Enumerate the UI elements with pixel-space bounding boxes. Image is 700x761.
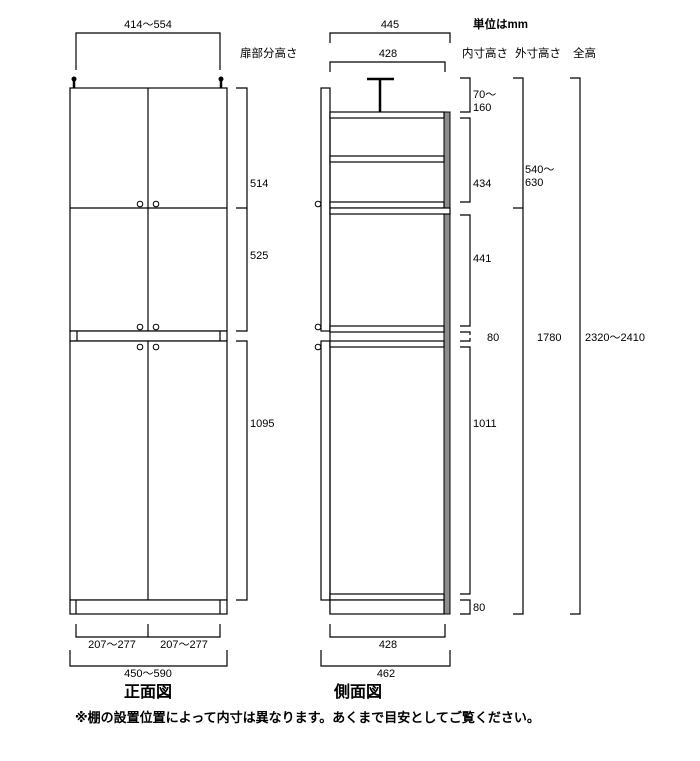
total-height-label: 2320～2410 [585,332,645,344]
front-view-title: 正面図 [124,683,172,701]
bottom-outer-depth-label: 462 [377,668,395,680]
outer-height-header: 外寸高さ [515,46,561,60]
outer-height-label: 1780 [537,332,561,344]
inner-depth-label: 428 [379,48,397,60]
shelves [329,111,451,615]
outer-height-label: 540～ [525,164,554,176]
total-width-label: 450～590 [124,668,172,680]
door-knob-icon [136,200,160,351]
side-view: 445 428 内寸高さ 外寸高さ 全高 単位はmm [314,17,645,701]
door-height-header: 扉部分高さ [240,46,298,60]
outer-depth-bracket [329,32,451,43]
bottom-inner-depth-bracket [329,624,446,638]
top-width-bracket [75,32,221,70]
bottom-inner-depth-label: 428 [379,639,397,651]
inner-depth-bracket [329,61,446,72]
ceiling-brace-icon [367,77,394,112]
inner-height-label: 441 [473,253,491,265]
inner-height-header: 内寸高さ [462,46,508,60]
outer-depth-label: 445 [381,19,399,31]
base-plinth [69,599,228,615]
inner-height-label: 434 [473,178,491,190]
back-panel [443,111,451,615]
inner-height-label: 70～ [473,89,496,101]
door-width-label: 207～277 [88,639,136,651]
door-knob-icon [314,200,322,351]
door-height-label: 525 [250,250,268,262]
total-width-bracket [69,650,228,667]
bottom-outer-depth-bracket [320,650,451,667]
adjuster-pin-icon [71,76,224,88]
middle-frame [69,330,228,342]
unit-note: 単位はmm [473,17,528,31]
door-side [320,87,331,332]
total-height-bracket [570,77,581,615]
outer-height-bracket [513,77,524,615]
inner-height-label: 80 [473,602,485,614]
door-width-bracket [75,624,221,638]
inner-height-label: 1011 [473,418,497,430]
door-width-label: 207～277 [160,639,208,651]
top-width-label: 414～554 [124,19,172,31]
front-view: 414～554 扉部分高さ 514 525 1095 207～277 207～2… [69,19,298,701]
outer-height-label: 630 [525,177,543,189]
total-height-header: 全高 [573,46,596,60]
inner-height-brackets [460,77,471,615]
door-height-bracket [236,87,248,209]
door-height-label: 514 [250,178,268,190]
door-side [320,340,331,601]
side-view-title: 側面図 [333,682,382,701]
inner-height-label: 80 [487,332,499,344]
door-height-label: 1095 [250,418,274,430]
footnote: ※棚の設置位置によって内寸は異なります。あくまで目安としてご覧ください。 [75,710,540,725]
inner-height-label: 160 [473,102,491,114]
